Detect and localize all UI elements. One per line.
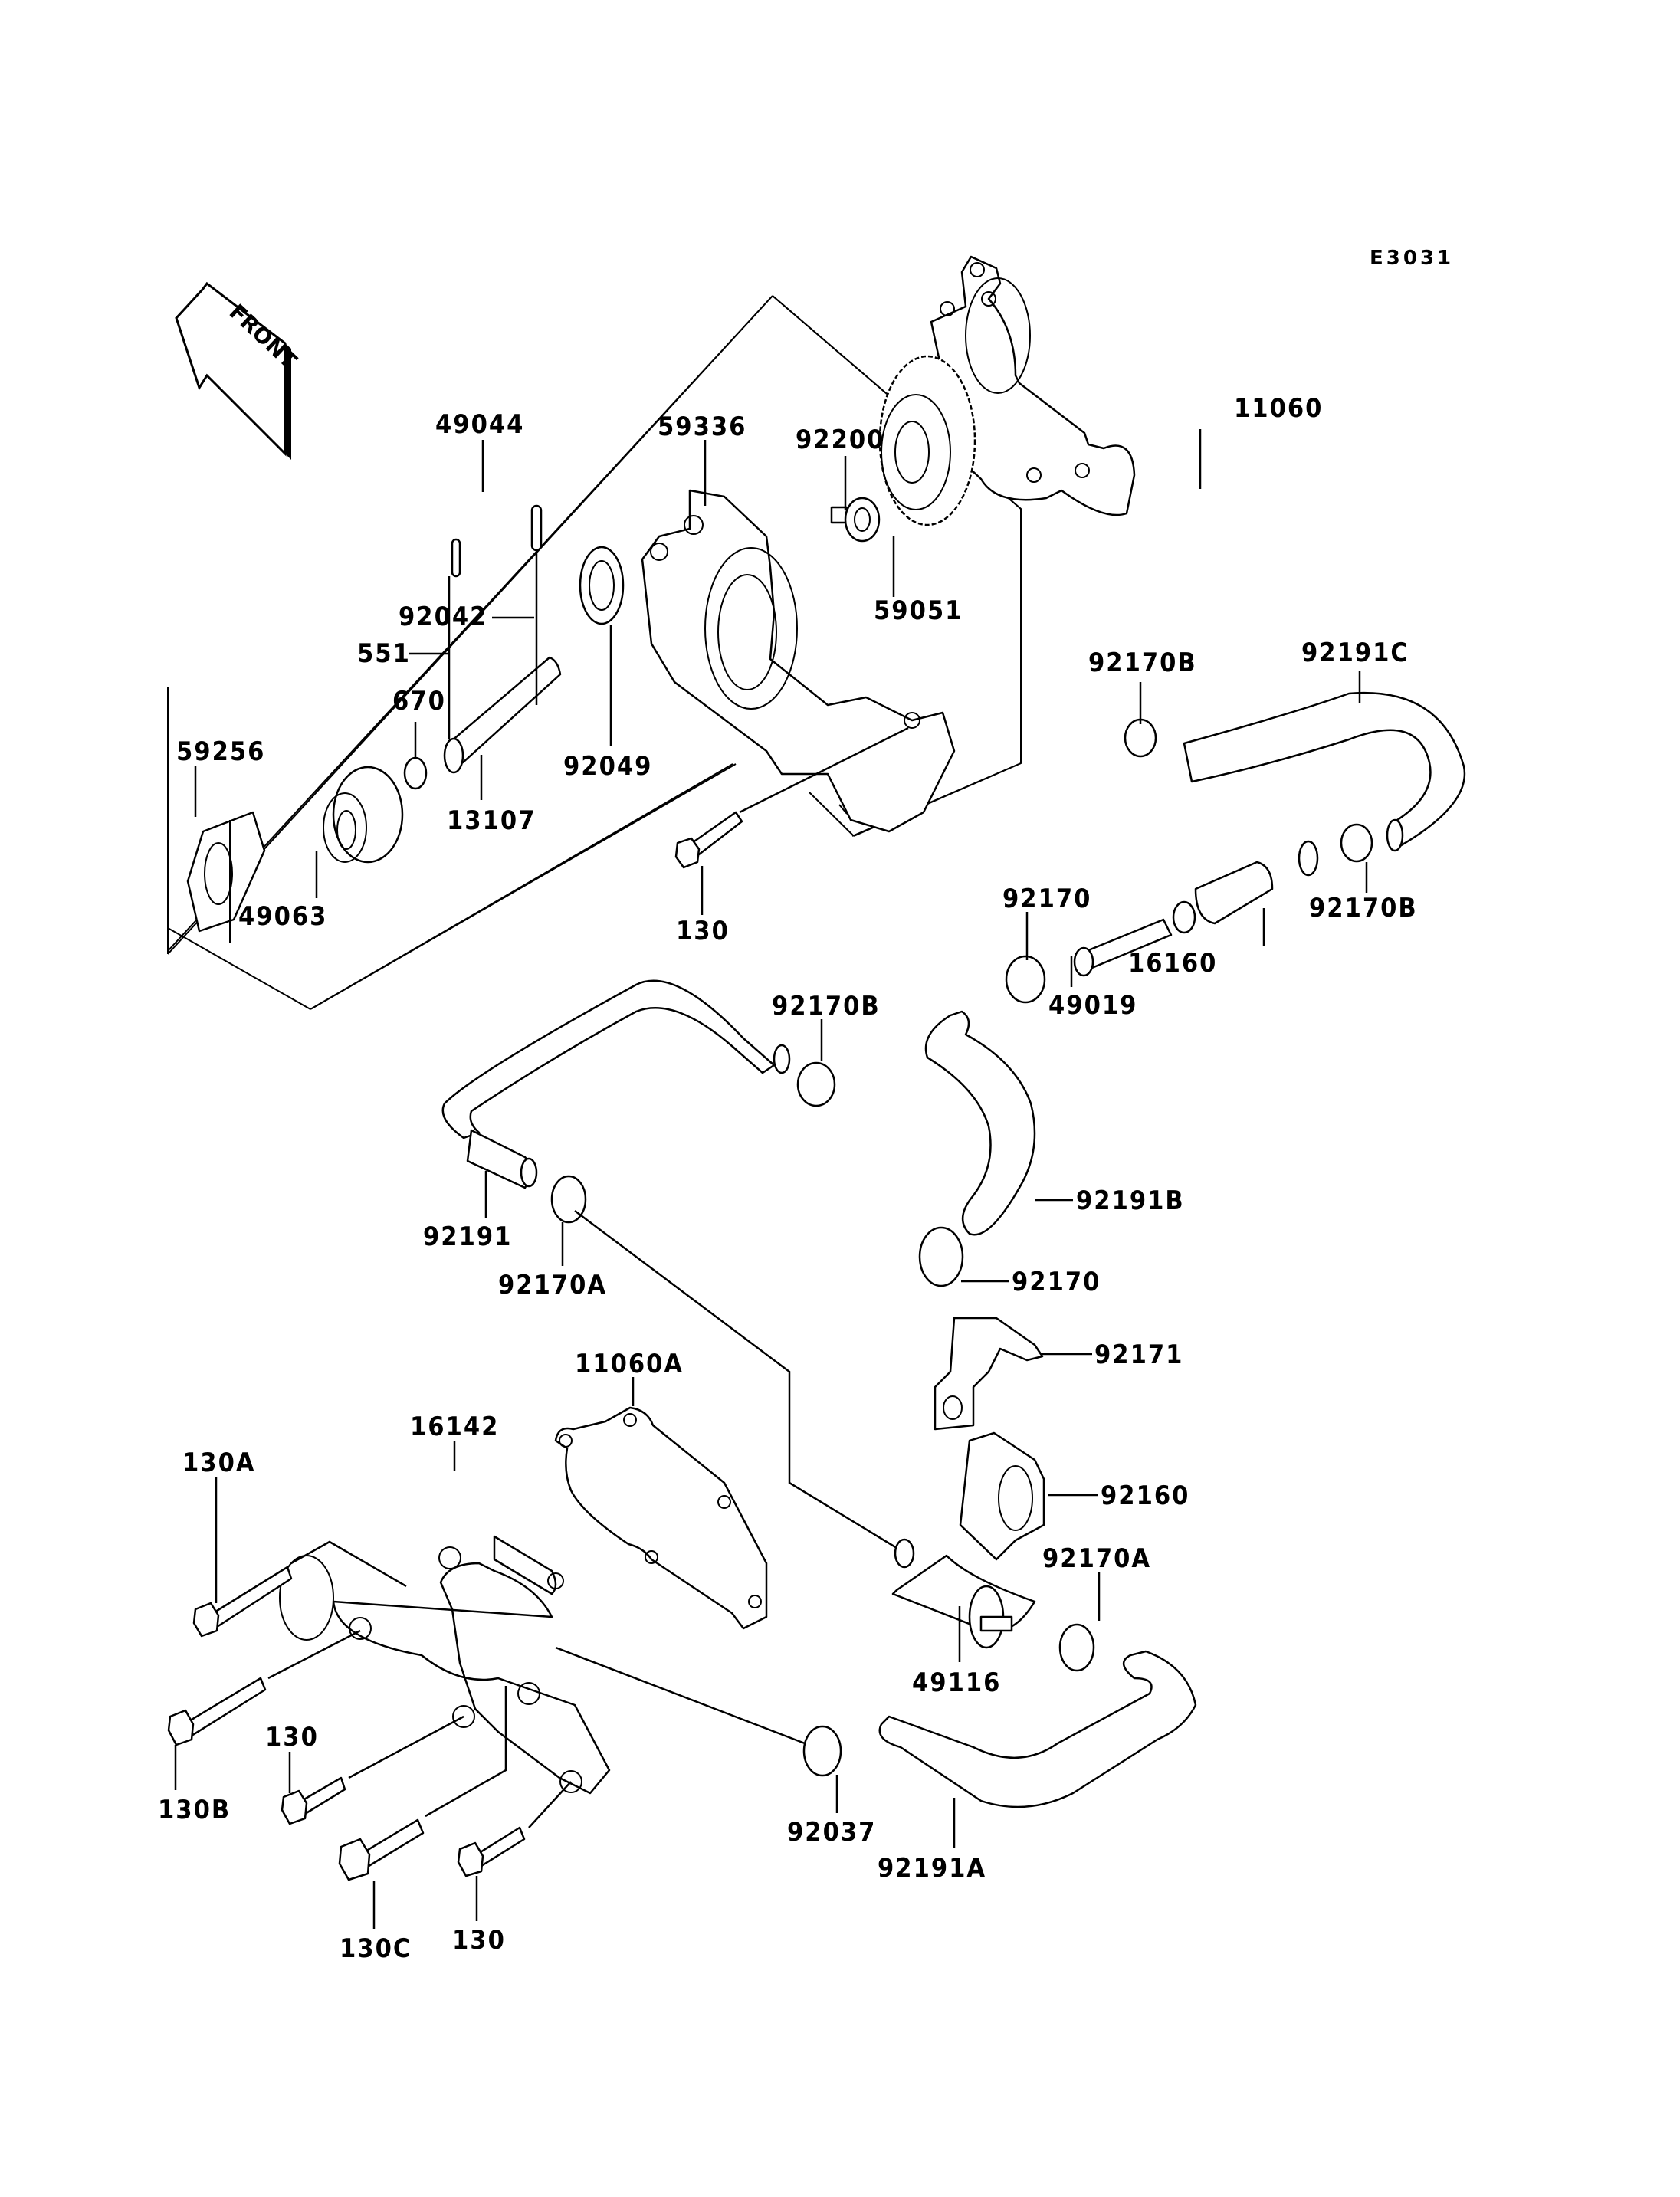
label-670[interactable]: 670: [392, 686, 446, 716]
leader-lines: [174, 429, 1368, 1929]
label-92042[interactable]: 92042: [399, 602, 487, 632]
diagram-code: E3031: [1370, 247, 1454, 270]
bolt-130A: [192, 1566, 293, 1638]
label-130B[interactable]: 130B: [158, 1795, 231, 1825]
label-92170-mid[interactable]: 92170: [1002, 884, 1091, 914]
shaft-13107: [443, 656, 562, 774]
clamp-92170A-upper: [550, 1175, 587, 1224]
oil-seal-92049: [579, 546, 625, 625]
clamp-92037: [802, 1725, 842, 1777]
label-92170B-left[interactable]: 92170B: [772, 991, 881, 1021]
label-11060A[interactable]: 11060A: [575, 1349, 684, 1379]
label-92191C[interactable]: 92191C: [1301, 638, 1409, 668]
gear-59051: [878, 355, 976, 526]
damper-92160: [959, 1431, 1045, 1561]
filter-16160: [1172, 840, 1319, 934]
label-16142[interactable]: 16142: [410, 1412, 499, 1442]
label-49063[interactable]: 49063: [238, 901, 327, 932]
mechanical-seal-49063: [323, 766, 404, 864]
hose-92191C: [1183, 691, 1466, 852]
bracket-92171: [934, 1317, 1044, 1431]
label-13107[interactable]: 13107: [447, 805, 536, 836]
label-92191A[interactable]: 92191A: [878, 1853, 986, 1884]
label-92170B-upper[interactable]: 92170B: [1088, 648, 1197, 678]
label-92200[interactable]: 92200: [796, 425, 884, 455]
label-49116[interactable]: 49116: [912, 1667, 1001, 1698]
label-92037[interactable]: 92037: [787, 1817, 876, 1848]
part-labels: 11060 49044 59336 92200 59051 92042 551 …: [158, 393, 1418, 1964]
hose-92191A: [878, 1650, 1197, 1808]
bolt-130C: [338, 1818, 425, 1881]
label-49019[interactable]: 49019: [1048, 990, 1137, 1021]
label-49044[interactable]: 49044: [435, 409, 524, 440]
label-551[interactable]: 551: [357, 638, 411, 669]
bolt-130B: [167, 1677, 267, 1746]
pump-housing-59336: [641, 489, 956, 833]
hose-92191B: [924, 1010, 1036, 1236]
label-92170A-upper[interactable]: 92170A: [498, 1270, 607, 1300]
o-ring-670: [403, 756, 428, 790]
clamp-92170B-right: [1340, 823, 1373, 863]
label-92191[interactable]: 92191: [423, 1221, 512, 1252]
clamp-92170-mid: [1005, 955, 1046, 1004]
bolt-130-mid: [281, 1776, 346, 1825]
label-130C[interactable]: 130C: [340, 1933, 412, 1964]
impeller-59256: [186, 811, 266, 943]
washer-92200: [830, 497, 881, 543]
label-92191B[interactable]: 92191B: [1076, 1185, 1185, 1216]
strainer-49019: [1073, 918, 1173, 977]
label-16160[interactable]: 16160: [1128, 948, 1217, 979]
pin-92042: [530, 504, 543, 552]
clamp-92170-lower: [918, 1226, 964, 1287]
label-92171[interactable]: 92171: [1094, 1340, 1183, 1370]
clamp-92170B-left: [796, 1061, 836, 1107]
assembly-box-left: [167, 687, 311, 1010]
bolt-130-top: [674, 811, 743, 869]
label-130-bot[interactable]: 130: [452, 1925, 506, 1956]
label-11060[interactable]: 11060: [1234, 393, 1323, 424]
front-arrow-icon: FRONT: [175, 281, 302, 460]
label-130-top[interactable]: 130: [676, 916, 730, 946]
pin-551: [451, 538, 461, 578]
label-130-mid[interactable]: 130: [265, 1722, 319, 1753]
label-59336[interactable]: 59336: [658, 412, 746, 442]
bolt-130-bot: [457, 1826, 526, 1877]
pump-cover-16142: [279, 1535, 611, 1795]
check-valve-49116: [891, 1538, 1036, 1649]
label-59051[interactable]: 59051: [874, 595, 963, 626]
clamp-92170B-upper: [1124, 718, 1157, 758]
label-92170B-right[interactable]: 92170B: [1309, 893, 1418, 923]
label-130A[interactable]: 130A: [182, 1448, 256, 1478]
label-59256[interactable]: 59256: [176, 736, 265, 767]
label-92170-lower[interactable]: 92170: [1012, 1267, 1101, 1297]
label-92170A-lower[interactable]: 92170A: [1042, 1543, 1151, 1574]
hose-92191: [441, 979, 791, 1189]
clamp-92170A-lower: [1058, 1623, 1095, 1672]
label-92160[interactable]: 92160: [1101, 1481, 1189, 1511]
gasket-11060A: [554, 1406, 768, 1630]
label-92049[interactable]: 92049: [563, 751, 652, 782]
